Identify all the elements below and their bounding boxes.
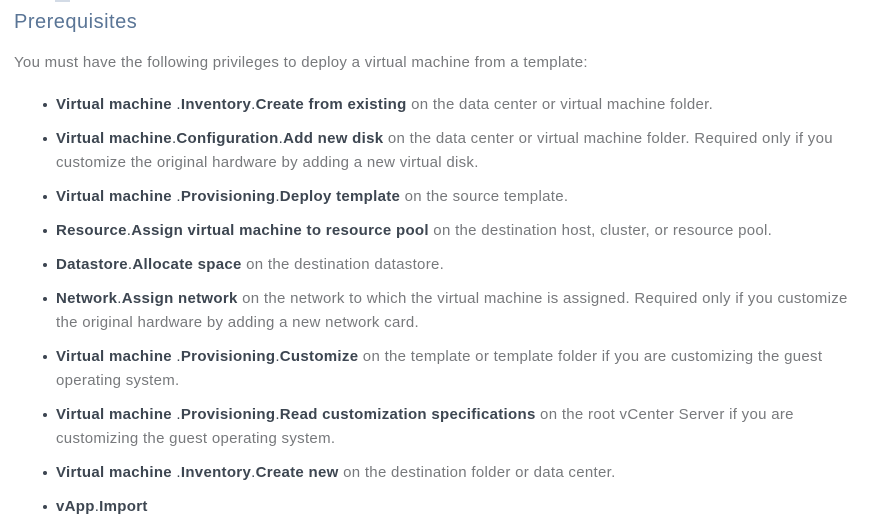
privilege-separator-dot: . xyxy=(278,130,284,147)
privilege-description: on the root vCenter Server if you are cu… xyxy=(56,406,794,447)
list-item: vApp.Import xyxy=(43,495,863,518)
privilege-name: Virtual machine.Configuration.Add new di… xyxy=(56,130,384,147)
privilege-name: Virtual machine .Provisioning.Read custo… xyxy=(56,406,536,423)
privilege-separator-dot: . xyxy=(275,188,280,205)
prerequisites-list: Virtual machine .Inventory.Create from e… xyxy=(14,93,863,518)
privilege-name: Virtual machine .Inventory.Create new xyxy=(56,464,339,481)
list-item: Network.Assign network on the network to… xyxy=(43,287,863,335)
privilege-separator-dot: . xyxy=(176,464,181,481)
privilege-name: Virtual machine .Provisioning.Customize xyxy=(56,348,359,365)
privilege-name: Datastore.Allocate space xyxy=(56,256,242,273)
privilege-name: Resource.Assign virtual machine to resou… xyxy=(56,222,429,239)
privilege-description: on the destination datastore. xyxy=(241,256,445,273)
privilege-separator-dot: . xyxy=(126,222,132,239)
privilege-separator-dot: . xyxy=(176,96,181,113)
list-item: Virtual machine .Provisioning.Read custo… xyxy=(43,403,863,451)
privilege-description: on the template or template folder if yo… xyxy=(56,348,823,389)
privilege-separator-dot: . xyxy=(176,348,181,365)
list-item: Virtual machine .Provisioning.Customize … xyxy=(43,345,863,393)
privilege-separator-dot: . xyxy=(251,464,256,481)
privilege-separator-dot: . xyxy=(251,96,256,113)
clipped-element-fragment xyxy=(55,0,70,2)
list-item: Virtual machine .Inventory.Create from e… xyxy=(43,93,863,117)
intro-text: You must have the following privileges t… xyxy=(14,54,588,71)
privilege-name: Virtual machine .Provisioning.Deploy tem… xyxy=(56,188,401,205)
privilege-separator-dot: . xyxy=(275,348,280,365)
list-item: Datastore.Allocate space on the destinat… xyxy=(43,253,863,277)
privilege-description: on the network to which the virtual mach… xyxy=(56,290,848,331)
privilege-separator-dot: . xyxy=(94,498,100,515)
privilege-name: Network.Assign network xyxy=(56,290,238,307)
privilege-separator-dot: . xyxy=(171,130,177,147)
privilege-description: on the destination host, cluster, or res… xyxy=(428,222,773,239)
list-item: Virtual machine .Provisioning.Deploy tem… xyxy=(43,185,863,209)
privilege-separator-dot: . xyxy=(117,290,122,307)
privilege-separator-dot: . xyxy=(127,256,133,273)
privilege-separator-dot: . xyxy=(176,188,181,205)
privilege-description: on the data center or virtual machine fo… xyxy=(406,96,714,113)
page-title: Prerequisites xyxy=(14,11,138,33)
list-item: Virtual machine .Inventory.Create new on… xyxy=(43,461,863,485)
privilege-description: on the source template. xyxy=(400,188,569,205)
list-item: Virtual machine.Configuration.Add new di… xyxy=(43,127,863,175)
list-item: Resource.Assign virtual machine to resou… xyxy=(43,219,863,243)
privilege-name: Virtual machine .Inventory.Create from e… xyxy=(56,96,407,113)
privilege-description: on the data center or virtual machine fo… xyxy=(56,130,833,171)
privilege-name: vApp.Import xyxy=(56,498,148,515)
privilege-separator-dot: . xyxy=(275,406,280,423)
privilege-separator-dot: . xyxy=(176,406,181,423)
privilege-description: on the destination folder or data center… xyxy=(338,464,616,481)
